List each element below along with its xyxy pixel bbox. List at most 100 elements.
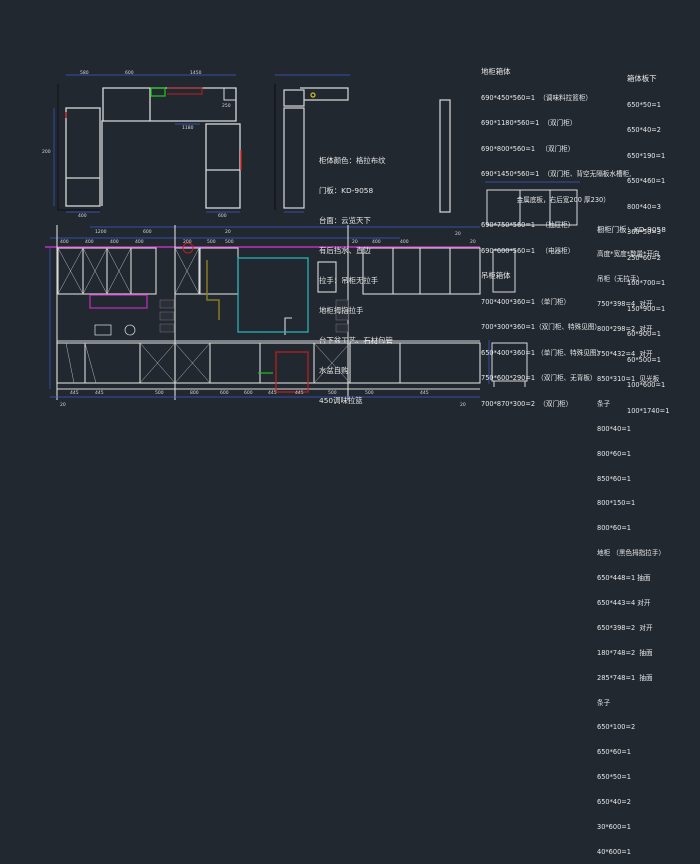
list-item: 条子 xyxy=(597,698,611,707)
list-item: 30*600=1 xyxy=(597,822,631,831)
note: 门板：KD-9058 xyxy=(319,186,374,195)
list-item: 高度*宽度*数量*开向 xyxy=(597,250,660,259)
dim-label: 500 xyxy=(155,391,164,396)
design-notes: 柜体颜色：格拉布纹 门板：KD-9058 台面：云览天下 有后挡水、直边 拉手：… xyxy=(319,136,393,416)
dim-label: 1450 xyxy=(190,71,202,76)
dim-label: 20 xyxy=(352,240,358,245)
dim-label: 580 xyxy=(80,71,89,76)
dim-label: 500 xyxy=(365,391,374,396)
list-item: 地柜 （黑色拇指拉手） xyxy=(597,549,666,558)
dim-label: 600 xyxy=(244,391,253,396)
floor-plan-l-shape xyxy=(57,84,241,211)
door-list-title: 橱柜门板：KD-9058 xyxy=(597,224,666,234)
list-item: 吊柜（无拉手） xyxy=(597,275,644,284)
list-item: 650*190=1 xyxy=(627,151,666,160)
dim-label: 400 xyxy=(78,214,87,219)
note: 台面：云览天下 xyxy=(319,216,371,225)
dim-label: 500 xyxy=(225,240,234,245)
list-item: 650*398=2 对开 xyxy=(597,623,653,632)
panel-list: 箱体板下 650*50=1 650*40=2 650*190=1 650*460… xyxy=(627,58,669,424)
note: 地柜拇指拉手 xyxy=(319,306,364,315)
list-item: 690*600*560=1 （电器柜） xyxy=(481,246,575,255)
list-item: 360*50=3 xyxy=(627,228,661,236)
list-item: 60*900=1 xyxy=(627,330,661,338)
green-marker-icon xyxy=(150,87,166,97)
dim-label: 600 xyxy=(125,71,134,76)
cad-drawing xyxy=(45,74,580,400)
dim-label: 20 xyxy=(460,403,466,408)
dim-label: 445 xyxy=(70,391,79,396)
list-item: 750*398=4 对开 xyxy=(597,300,653,309)
dim-label: 600 xyxy=(143,230,152,235)
list-item: 100*1740=1 xyxy=(627,406,670,415)
list-item: 700*400*360=1 （单门柜） xyxy=(481,297,571,306)
cooktop-pots-icon xyxy=(94,324,136,336)
dim-label: 500 xyxy=(207,240,216,245)
list-item: 100*600=1 xyxy=(627,381,666,389)
dim-label: 500 xyxy=(328,391,337,396)
note: 柜体颜色：格拉布纹 xyxy=(319,156,386,165)
side-plan xyxy=(274,84,451,213)
list-item: 690*750*560=1 （抽屉柜） xyxy=(481,221,575,229)
list-item: 650*400*360=1 （单门柜、特殊见图） xyxy=(481,348,604,357)
list-item: 250*60=2 xyxy=(627,253,661,262)
cabinet-body-list: 地柜箱体 690*450*560=1 （调味料拉篮柜） 690*1180*560… xyxy=(481,51,631,417)
list-item: 60*500=1 xyxy=(627,355,661,364)
list-item: 650*50=1 xyxy=(627,100,661,109)
list-item: 800*60=1 xyxy=(597,449,631,458)
list-item: 800*40=1 xyxy=(597,424,631,433)
dim-label: 250 xyxy=(222,104,231,109)
list-item: 700*870*300=2 （双门柜） xyxy=(481,399,573,408)
list-item: 690*1450*560=1 （双门柜、背空无隔板水槽柜, xyxy=(481,170,632,178)
list-item: 条子 xyxy=(597,399,611,408)
list-item: 650*40=2 xyxy=(627,126,661,134)
dim-label: 400 xyxy=(400,240,409,245)
plan-dimension-lines xyxy=(53,74,240,213)
dim-label: 400 xyxy=(110,240,119,245)
dim-label: 20 xyxy=(455,232,461,237)
dim-label: 20 xyxy=(225,230,231,235)
side-views xyxy=(486,189,578,387)
dim-label: 800 xyxy=(190,391,199,396)
dim-label: 445 xyxy=(420,391,429,396)
list-item: 650*40=2 xyxy=(597,798,631,807)
list-item: 700*300*360=1（双门柜、特殊见图） xyxy=(481,323,602,331)
list-item: 850*60=1 xyxy=(597,474,631,483)
list-item: 800*150=1 xyxy=(597,499,636,508)
list-item: 180*748=2 抽面 xyxy=(597,648,653,657)
dim-label: 400 xyxy=(85,240,94,245)
list-item: 650*60=1 xyxy=(597,748,631,757)
list-item: 800*298=2 对开 xyxy=(597,325,653,334)
dim-label: 400 xyxy=(372,240,381,245)
dim-label: 445 xyxy=(95,391,104,396)
list-item: 750*600*290=1 （双门柜、无背板） xyxy=(481,374,597,382)
list-item: 750*432=4 对开 xyxy=(597,350,653,359)
dim-label: 600 xyxy=(218,214,227,219)
note: 450调味拉篮 xyxy=(319,396,363,405)
dim-label: 400 xyxy=(135,240,144,245)
dim-label: 445 xyxy=(295,391,304,396)
note: 水盆自购 xyxy=(319,366,349,375)
list-item: 690*800*560=1 （双门柜） xyxy=(481,144,575,153)
list-item: 100*700=1 xyxy=(627,279,666,287)
range-hood xyxy=(89,294,148,309)
note: 有后挡水、直边 xyxy=(319,246,371,255)
window-outline xyxy=(237,257,309,333)
dim-label: 445 xyxy=(268,391,277,396)
list-item: 850*310=1 见光板 xyxy=(597,374,660,383)
list-item: 285*748=1 抽面 xyxy=(597,673,653,682)
wall-cabinet-title: 吊柜箱体 xyxy=(481,271,511,280)
list-item: 150*900=1 xyxy=(627,304,666,313)
dim-label: 200 xyxy=(183,240,192,245)
panel-list-title: 箱体板下 xyxy=(627,74,657,83)
note: 拉手：吊柜无拉手 xyxy=(319,276,379,285)
base-cabinet-title: 地柜箱体 xyxy=(481,67,511,76)
door-panel-list: 橱柜门板：KD-9058 高度*宽度*数量*开向 吊柜（无拉手） 750*398… xyxy=(597,209,666,864)
list-item: 690*1180*560=1 （双门柜） xyxy=(481,119,577,127)
sink-outline xyxy=(167,87,203,95)
note: 台下盆工艺、石材包管 xyxy=(319,336,393,345)
list-item: 650*50=1 xyxy=(597,773,631,782)
dim-label: 1180 xyxy=(182,126,194,131)
list-item: 800*60=1 xyxy=(597,524,631,533)
dim-label: 20 xyxy=(60,403,66,408)
